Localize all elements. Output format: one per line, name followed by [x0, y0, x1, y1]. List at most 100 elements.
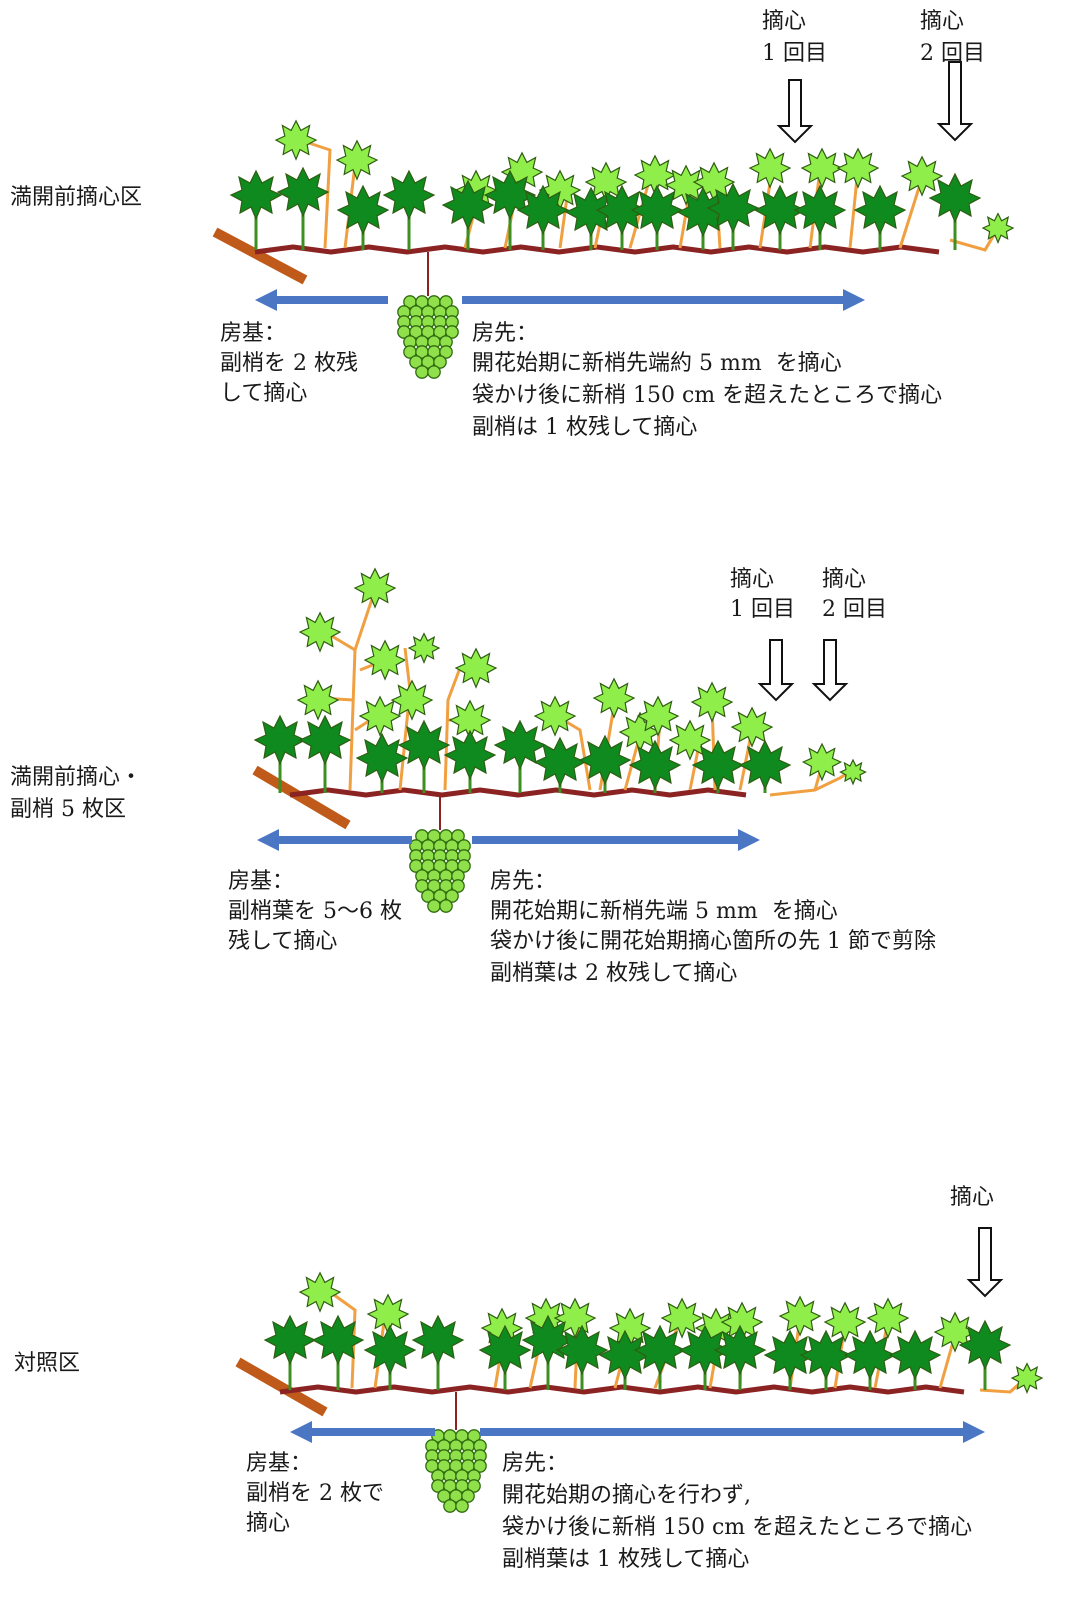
lateral-leaf-icon: [802, 743, 842, 781]
main-leaf-icon: [337, 185, 389, 235]
lateral-shoot: [329, 1290, 357, 1389]
pinch-1-count: 1 回目: [730, 597, 795, 622]
lateral-leaf-icon: [593, 678, 635, 718]
grape-berry: [439, 295, 453, 309]
lateral-leaf-icon: [731, 707, 773, 747]
pinch-1-title: 摘心: [762, 9, 807, 34]
pinch-2-count: 2 回目: [920, 41, 985, 66]
lateral-leaf-icon: [901, 156, 943, 196]
arrow-head: [963, 1421, 985, 1443]
lateral-leaf-icon: [867, 1298, 909, 1338]
base-heading: 房基：: [246, 1451, 313, 1476]
grape-berry: [451, 829, 465, 843]
base-heading: 房基：: [228, 869, 295, 894]
panel-2-label-line2: 副梢 5 枚区: [10, 797, 126, 822]
main-leaf-icon: [264, 1315, 316, 1365]
main-leaf-icon: [356, 733, 408, 783]
pinch-2-title: 摘心: [822, 567, 867, 592]
shoot: [289, 787, 747, 798]
grape-berry: [433, 355, 447, 369]
tip-heading: 房先：: [490, 869, 557, 894]
panel-full-bloom-pinch-lateral-5: [252, 568, 867, 913]
arrow-head: [255, 289, 277, 311]
lateral-leaf-icon: [534, 696, 576, 736]
lateral-shoot: [443, 667, 462, 791]
grape-berry: [461, 1489, 475, 1503]
main-leaf-icon: [444, 730, 496, 780]
shoot: [254, 244, 940, 255]
base-line: 副梢葉を 5〜6 枚: [228, 899, 402, 924]
pinch-title: 摘心: [950, 1185, 995, 1210]
base-line: 残して摘心: [228, 929, 338, 954]
tip-heading: 房先：: [502, 1451, 569, 1476]
arrow-head: [257, 829, 279, 851]
cordon-trunk: [212, 227, 308, 285]
grape-berry: [439, 899, 453, 913]
pinch-1-count: 1 回目: [762, 41, 827, 66]
grape-berry: [427, 365, 441, 379]
main-leaf-icon: [230, 170, 282, 220]
pinch-2-title: 摘心: [920, 9, 965, 34]
main-leaf-icon: [299, 715, 351, 765]
grape-berry: [415, 365, 429, 379]
lateral-leaf-icon: [408, 632, 440, 664]
base-line: 副梢を 2 枚残: [220, 351, 358, 376]
panel-3-label: 対照区: [14, 1351, 81, 1376]
pinch-1-title: 摘心: [730, 567, 775, 592]
main-leaf-icon: [383, 170, 435, 220]
lateral-leaf-icon: [779, 1296, 821, 1336]
lateral-leaf-icon: [299, 1272, 341, 1312]
panel-2-label-line1: 満開前摘心・: [10, 765, 143, 790]
lateral-leaf-icon: [299, 612, 341, 652]
lateral-leaf-icon: [297, 680, 339, 720]
lateral-shoot: [398, 647, 412, 791]
grape-berry: [445, 889, 459, 903]
main-leaf-icon: [479, 1325, 531, 1375]
arrow-head: [843, 289, 865, 311]
main-leaf-icon: [844, 1330, 896, 1380]
grape-berry: [427, 899, 441, 913]
lateral-leaf-icon: [837, 148, 879, 188]
tip-line: 袋かけ後に新梢 150 cm を超えたところで摘心: [502, 1515, 973, 1540]
lateral-leaf-icon: [354, 568, 396, 608]
tip-line: 開花始期の摘心を行わず,: [502, 1483, 751, 1508]
tip-heading: 房先：: [472, 321, 539, 346]
grape-berry: [445, 325, 459, 339]
main-leaf-icon: [794, 185, 846, 235]
pinch-arrow: [811, 639, 849, 702]
base-line: 副梢を 2 枚で: [246, 1481, 384, 1506]
tip-line: 袋かけ後に新梢 150 cm を超えたところで摘心: [472, 383, 943, 408]
tip-line: 副梢は 1 枚残して摘心: [472, 415, 698, 440]
shoot: [279, 1384, 965, 1395]
arrow-head: [290, 1421, 312, 1443]
grape-berry: [443, 1499, 457, 1513]
main-leaf-icon: [929, 173, 981, 223]
cordon-trunk: [252, 765, 351, 830]
main-leaf-icon: [412, 1315, 464, 1365]
lateral-leaf-icon: [359, 696, 401, 736]
main-leaf-icon: [854, 185, 906, 235]
main-leaf-icon: [634, 1325, 686, 1375]
lateral-leaf-icon: [367, 1294, 409, 1334]
main-leaf-icon: [277, 167, 329, 217]
panel-control: [235, 1227, 1043, 1513]
pinch-arrow: [776, 79, 814, 144]
base-line: 摘心: [246, 1511, 291, 1536]
base-line: して摘心: [220, 381, 308, 406]
grape-berry: [467, 1479, 481, 1493]
lateral-leaf-icon: [634, 155, 676, 195]
arrow-head: [738, 829, 760, 851]
lateral-leaf-icon: [455, 648, 497, 688]
grape-berry: [455, 1499, 469, 1513]
base-heading: 房基：: [220, 321, 287, 346]
main-leaf-icon: [364, 1325, 416, 1375]
main-leaf-icon: [556, 1325, 608, 1375]
panel-full-bloom-pinch: [212, 61, 1014, 379]
cordon-trunk: [235, 1357, 328, 1417]
lateral-leaf-icon: [982, 213, 1014, 243]
lateral-leaf-icon: [691, 682, 733, 722]
pinch-arrow: [757, 639, 795, 702]
tip-line: 袋かけ後に開花始期摘心箇所の先 1 節で剪除: [490, 929, 936, 954]
grape-berry: [439, 345, 453, 359]
